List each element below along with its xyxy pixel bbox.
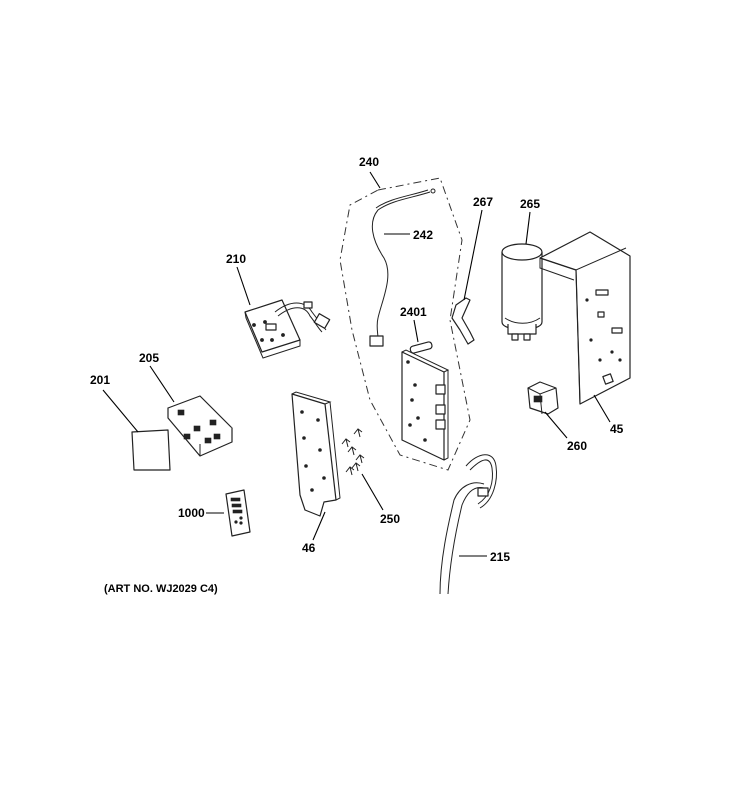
leader-2401	[413, 319, 419, 343]
wire-harness-242[interactable]	[369, 188, 436, 347]
main-control-board[interactable]	[401, 349, 450, 461]
label-45: 45	[610, 422, 624, 436]
leader-240	[369, 171, 381, 189]
label-250: 250	[380, 512, 400, 526]
drain-hose-215[interactable]	[439, 454, 497, 595]
label-210: 210	[226, 252, 246, 266]
label-265: 265	[520, 197, 540, 211]
mounting-plate-46[interactable]	[291, 391, 341, 517]
capacitor-265[interactable]	[501, 243, 543, 341]
overlay-sheet-201[interactable]	[131, 429, 171, 471]
bracket-clip-267[interactable]	[451, 297, 475, 345]
label-260: 260	[567, 439, 587, 453]
label-2401: 2401	[400, 305, 427, 319]
label-240: 240	[359, 155, 379, 169]
control-box-45[interactable]	[539, 231, 631, 405]
label-215: 215	[490, 550, 510, 564]
leader-260	[544, 411, 568, 439]
leader-46	[312, 511, 326, 541]
label-205: 205	[139, 351, 159, 365]
label-242: 242	[413, 228, 433, 242]
leader-250	[361, 473, 384, 511]
leader-45	[593, 394, 611, 423]
label-267: 267	[473, 195, 493, 209]
art-number: (ART NO. WJ2029 C4)	[104, 583, 218, 595]
leader-265	[525, 211, 531, 245]
remote-control-1000[interactable]	[225, 489, 251, 537]
leader-267	[463, 209, 483, 301]
control-panel-205[interactable]	[167, 395, 233, 457]
relay-260[interactable]	[527, 381, 559, 415]
fuse-2401[interactable]	[409, 341, 433, 354]
display-board-210[interactable]	[244, 299, 331, 359]
leader-205	[149, 365, 175, 403]
label-201: 201	[90, 373, 110, 387]
wire-harness-group-outline	[339, 177, 471, 471]
label-1000: 1000	[178, 506, 205, 520]
leader-201	[102, 389, 139, 433]
leader-210	[236, 266, 251, 306]
screws-250[interactable]	[341, 428, 365, 476]
label-46: 46	[302, 541, 316, 555]
